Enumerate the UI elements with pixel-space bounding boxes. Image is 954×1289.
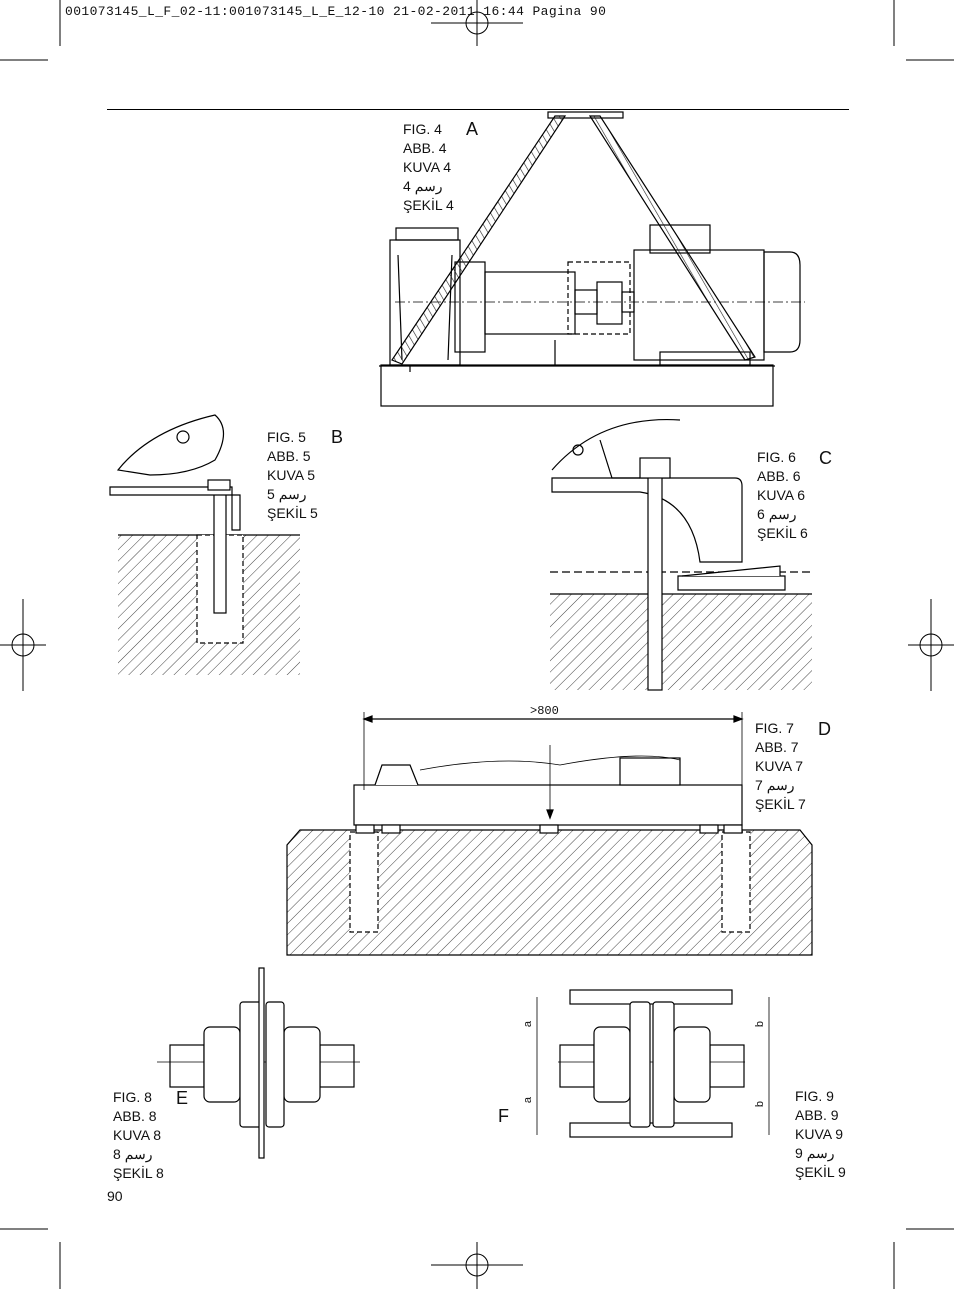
- fig4-pump-lifting-drawing: [379, 111, 805, 407]
- caption-line: 6 رسم: [757, 506, 797, 522]
- caption-line: ŞEKİL 8: [113, 1165, 164, 1181]
- fig4-letter: A: [466, 119, 479, 139]
- caption-line: ABB. 6: [757, 468, 801, 484]
- fig7-letter: D: [818, 719, 831, 739]
- fig6-caption: FIG. 6 ABB. 6 KUVA 6 6 رسم ŞEKİL 6: [757, 448, 808, 543]
- fig8-caption: FIG. 8 ABB. 8 KUVA 8 8 رسم ŞEKİL 8: [113, 1088, 164, 1183]
- caption-line: KUVA 6: [757, 487, 805, 503]
- caption-line: FIG. 6: [757, 449, 796, 465]
- caption-line: KUVA 9: [795, 1126, 843, 1142]
- fig6-letter: C: [819, 448, 832, 468]
- caption-line: FIG. 9: [795, 1088, 834, 1104]
- caption-line: KUVA 5: [267, 467, 315, 483]
- fig9-coupling-gap-drawing: [536, 989, 770, 1138]
- fig8-letter: E: [176, 1088, 189, 1108]
- caption-line: KUVA 8: [113, 1127, 161, 1143]
- caption-line: ABB. 8: [113, 1108, 157, 1124]
- caption-line: 7 رسم: [755, 777, 795, 793]
- caption-line: 4 رسم: [403, 178, 443, 194]
- caption-line: 5 رسم: [267, 486, 307, 502]
- fig8-coupling-alignment-drawing: [157, 967, 360, 1159]
- fig9-dim-b-lower: b: [754, 1100, 767, 1108]
- fig5-foundation-bolt-drawing: [109, 414, 300, 675]
- caption-line: 9 رسم: [795, 1145, 835, 1161]
- caption-line: ŞEKİL 4: [403, 197, 454, 213]
- fig7-baseplate-foundation-drawing: [286, 712, 813, 956]
- fig9-dim-a-lower: a: [522, 1096, 535, 1104]
- caption-line: ABB. 5: [267, 448, 311, 464]
- caption-line: 8 رسم: [113, 1146, 153, 1162]
- caption-line: ŞEKİL 5: [267, 505, 318, 521]
- print-slug-header: 001073145_L_F_02-11:001073145_L_E_12-10 …: [65, 4, 607, 19]
- fig9-letter: F: [498, 1106, 509, 1126]
- fig9-dim-b-upper: b: [754, 1020, 767, 1028]
- fig5-caption: FIG. 5 ABB. 5 KUVA 5 5 رسم ŞEKİL 5: [267, 428, 318, 523]
- caption-line: FIG. 8: [113, 1089, 152, 1105]
- top-rule: [107, 109, 849, 110]
- fig6-leveling-wedge-drawing: [550, 418, 812, 691]
- page-number: 90: [107, 1188, 123, 1204]
- fig7-dimension-label: >800: [530, 704, 559, 718]
- fig9-dim-a-upper: a: [522, 1020, 535, 1028]
- caption-line: ŞEKİL 9: [795, 1164, 846, 1180]
- caption-line: FIG. 5: [267, 429, 306, 445]
- caption-line: ABB. 9: [795, 1107, 839, 1123]
- caption-line: ŞEKİL 6: [757, 525, 808, 541]
- caption-line: ABB. 4: [403, 140, 447, 156]
- fig9-caption: FIG. 9 ABB. 9 KUVA 9 9 رسم ŞEKİL 9: [795, 1087, 846, 1182]
- fig7-caption: FIG. 7 ABB. 7 KUVA 7 7 رسم ŞEKİL 7: [755, 719, 806, 814]
- fig4-caption: FIG. 4 ABB. 4 KUVA 4 4 رسم ŞEKİL 4: [403, 120, 454, 215]
- caption-line: KUVA 7: [755, 758, 803, 774]
- caption-line: ŞEKİL 7: [755, 796, 806, 812]
- caption-line: FIG. 4: [403, 121, 442, 137]
- caption-line: ABB. 7: [755, 739, 799, 755]
- caption-line: KUVA 4: [403, 159, 451, 175]
- fig5-letter: B: [331, 427, 344, 447]
- caption-line: FIG. 7: [755, 720, 794, 736]
